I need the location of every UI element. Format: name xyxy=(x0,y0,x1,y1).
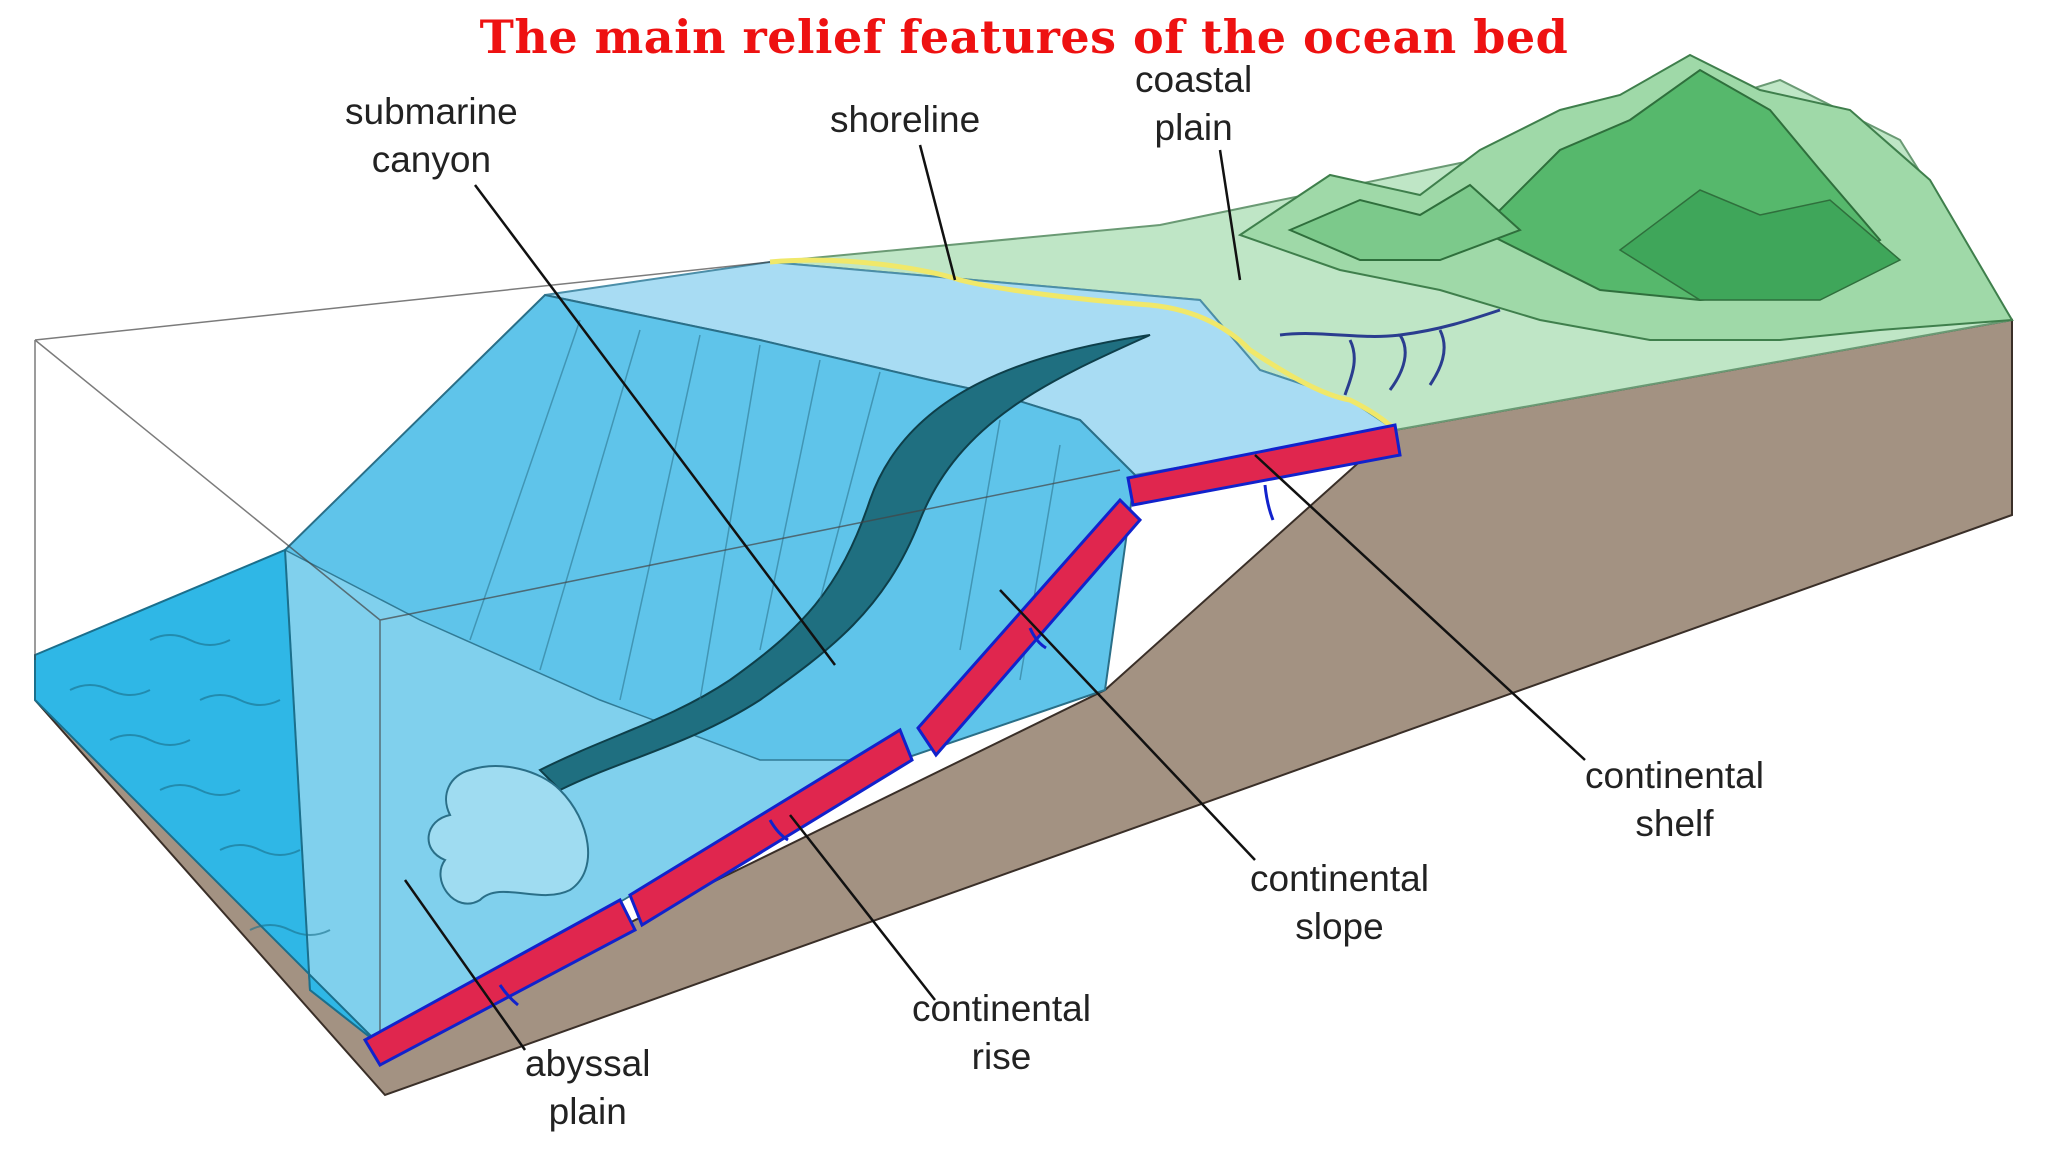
label-line: continental xyxy=(1585,755,1764,796)
abyssal-plain-water xyxy=(34,548,381,1046)
slope-texture xyxy=(469,319,1061,701)
label-submarine-canyon: submarine canyon xyxy=(345,88,518,184)
label-continental-rise: continental rise xyxy=(912,985,1091,1081)
bracket-abyssal-plain xyxy=(362,897,637,1067)
label-coastal-plain: coastal plain xyxy=(1135,56,1252,152)
label-line: canyon xyxy=(371,139,492,180)
leader-abyssal-plain xyxy=(403,879,527,1051)
leader-shoreline xyxy=(918,144,957,281)
abyssal-wave-texture xyxy=(69,634,331,936)
submarine-fan xyxy=(427,765,590,905)
label-line: plain xyxy=(548,1091,627,1132)
bracket-continental-rise xyxy=(628,727,914,928)
bracket-continental-slope xyxy=(916,497,1143,758)
label-line: shoreline xyxy=(830,99,981,140)
leader-continental-slope xyxy=(999,589,1256,861)
label-line: plain xyxy=(1154,107,1233,148)
label-line: submarine xyxy=(345,91,518,132)
leader-lines xyxy=(403,144,1586,1051)
label-line: continental xyxy=(912,988,1091,1029)
leader-submarine-canyon xyxy=(474,184,836,666)
label-continental-slope: continental slope xyxy=(1250,855,1429,951)
water-column-box xyxy=(34,261,1121,1045)
mountain-range xyxy=(1237,53,2014,341)
leader-continental-rise xyxy=(789,814,936,1001)
label-line: shelf xyxy=(1635,803,1714,844)
label-line: slope xyxy=(1295,906,1384,947)
river-network xyxy=(1279,308,1501,396)
leader-continental-shelf xyxy=(1254,454,1586,761)
page-title: The main relief features of the ocean be… xyxy=(479,10,1569,64)
shoreline-edge xyxy=(769,257,1397,432)
leader-coastal-plain xyxy=(1218,149,1242,281)
label-shoreline: shoreline xyxy=(830,96,980,144)
label-line: continental xyxy=(1250,858,1429,899)
label-line: coastal xyxy=(1135,59,1253,100)
label-line: rise xyxy=(971,1036,1032,1077)
label-continental-shelf: continental shelf xyxy=(1585,752,1764,848)
label-line: abyssal xyxy=(525,1043,651,1084)
label-abyssal-plain: abyssal plain xyxy=(525,1040,650,1136)
bracket-ticks xyxy=(498,484,1275,1007)
submarine-canyon-channel xyxy=(538,334,1151,792)
